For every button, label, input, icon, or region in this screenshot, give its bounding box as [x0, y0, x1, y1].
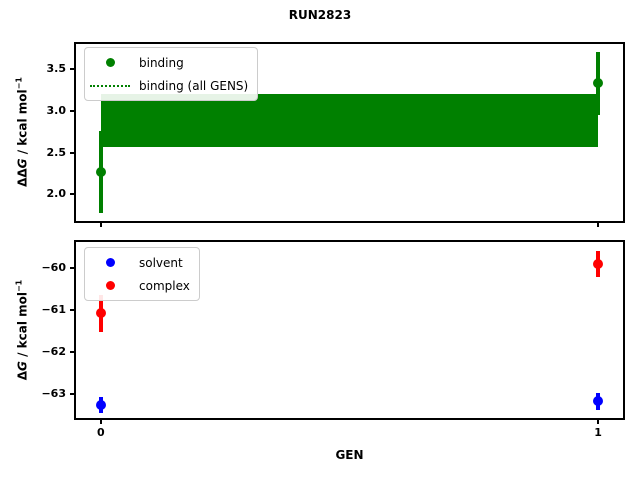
data-point-marker — [95, 308, 106, 319]
x-tick-mark — [597, 420, 600, 424]
y-tick-label: −62 — [41, 345, 66, 359]
legend-entry-solvent: solvent — [90, 251, 190, 274]
y-tick-mark — [70, 193, 74, 196]
legend-label-solvent: solvent — [139, 255, 183, 270]
x-tick-label: 1 — [594, 426, 602, 439]
top-ylabel-delta: ΔΔ — [15, 168, 30, 187]
y-tick-label: −63 — [41, 387, 66, 401]
x-tick-label: 0 — [97, 426, 105, 439]
top-ylabel-superscript: −1 — [14, 77, 24, 90]
x-tick-mark — [99, 420, 102, 424]
x-tick-mark — [99, 223, 102, 227]
y-tick-mark — [70, 151, 74, 154]
mean-band — [100, 94, 599, 147]
figure-title: RUN2823 — [288, 8, 352, 22]
bottom-ylabel-superscript: −1 — [14, 279, 24, 293]
y-tick-mark — [70, 68, 74, 71]
y-tick-label: −60 — [41, 261, 66, 275]
y-tick-label: 3.0 — [46, 103, 67, 117]
top-axes — [74, 42, 625, 223]
legend-label-binding: binding — [139, 55, 184, 70]
top-legend: binding binding (all GENS) — [84, 47, 259, 101]
bottom-axes — [74, 240, 625, 420]
top-y-axis-label: ΔΔG / kcal mol−1 — [15, 77, 30, 187]
data-point-marker — [593, 259, 604, 270]
legend-label-complex: complex — [139, 278, 190, 293]
top-ylabel-symbol: G — [15, 158, 30, 169]
binding-marker-icon — [90, 58, 130, 67]
y-tick-label: 2.5 — [46, 145, 67, 159]
y-tick-label: 2.0 — [46, 187, 67, 201]
y-tick-mark — [70, 393, 74, 396]
y-tick-label: −61 — [41, 303, 66, 317]
bottom-ylabel-symbol: G — [15, 361, 30, 371]
dotted-line-icon — [90, 84, 130, 87]
data-point-marker — [593, 78, 604, 89]
data-point-marker — [593, 396, 604, 407]
y-tick-mark — [70, 309, 74, 312]
y-tick-mark — [70, 267, 74, 270]
data-point-marker — [95, 399, 106, 410]
x-tick-mark — [597, 223, 600, 227]
bottom-ylabel-delta: Δ — [15, 370, 30, 381]
legend-entry-complex: complex — [90, 274, 190, 297]
complex-marker-icon — [90, 281, 130, 290]
y-tick-label: 3.5 — [46, 62, 67, 76]
bottom-y-axis-label: ΔG / kcal mol−1 — [15, 280, 30, 381]
legend-entry-binding-all-gens: binding (all GENS) — [90, 74, 248, 97]
x-axis-label: GEN — [335, 448, 364, 462]
y-tick-mark — [70, 351, 74, 354]
bottom-legend: solvent complex — [84, 247, 200, 301]
data-point-marker — [95, 166, 106, 177]
legend-label-binding-all-gens: binding (all GENS) — [139, 78, 249, 93]
solvent-marker-icon — [90, 258, 130, 267]
legend-entry-binding: binding — [90, 51, 248, 74]
y-tick-mark — [70, 109, 74, 112]
